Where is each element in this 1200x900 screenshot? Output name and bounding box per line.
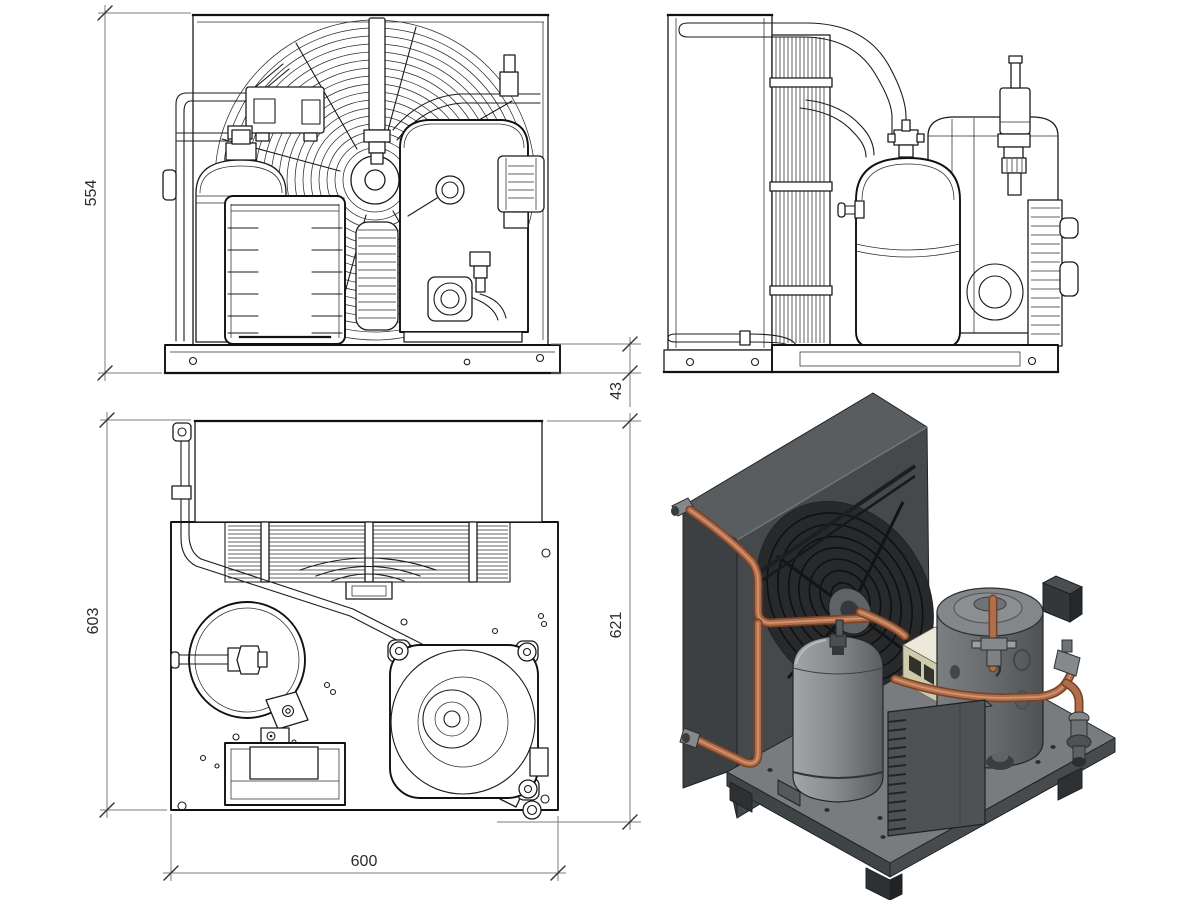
plan-receiver-tank: [170, 601, 309, 730]
front-compressor: [399, 119, 545, 343]
iso-finned-panel: [887, 699, 993, 837]
iso-foot: [1057, 767, 1083, 801]
dimension-base-height: 43: [551, 336, 641, 407]
front-terminal-box: [497, 155, 545, 213]
plan-compressor: [387, 639, 549, 801]
front-pressure-switch-box: [245, 63, 325, 142]
iso-foot: [865, 867, 891, 900]
side-pipework: [667, 22, 907, 346]
iso-foot: [729, 781, 753, 813]
front-discharge-pipe: [363, 17, 541, 165]
dimension-label-base-width: 600: [351, 853, 378, 870]
side-base-plate: [770, 344, 1060, 374]
dimension-label-overall-depth: 621: [608, 612, 625, 639]
isometric-view: [671, 392, 1116, 900]
plan-fan-grille: [224, 521, 511, 600]
plan-view: [170, 419, 559, 820]
front-electrical-panel: [224, 195, 346, 345]
front-base-plate: [163, 344, 562, 375]
dimension-label-base-height: 43: [608, 382, 625, 400]
plan-electrical-box: [224, 727, 346, 806]
side-condenser-fins: [769, 34, 833, 346]
iso-suction-line: [860, 612, 1092, 767]
side-condenser-panel: [662, 13, 774, 374]
dimension-overall-depth: 621: [497, 413, 641, 830]
plan-receiver-valve: [236, 645, 263, 675]
dimension-plan-depth: 603: [85, 412, 191, 818]
dimension-base-width: 600: [163, 814, 566, 881]
dimension-label-plan-depth: 603: [85, 608, 102, 635]
side-view: [662, 13, 1079, 374]
front-sight-glass: [435, 175, 465, 205]
front-view: [162, 13, 562, 375]
iso-copper-pipes: [671, 497, 868, 763]
side-filter-drier: [997, 55, 1031, 196]
dimension-front-height: 554: [83, 5, 191, 381]
plan-terminal-box: [529, 747, 549, 777]
plan-condenser: [172, 419, 544, 523]
front-oil-sight-glass: [427, 276, 473, 322]
iso-discharge-valve: [980, 637, 1008, 651]
dimensions: 554 43 603 621: [83, 5, 641, 881]
side-oil-cooler: [1027, 199, 1079, 347]
iso-service-valve: [1053, 649, 1081, 677]
iso-receiver-tank: [777, 619, 884, 807]
front-suction-coil: [355, 221, 399, 331]
dimension-label-front-height: 554: [83, 180, 100, 207]
